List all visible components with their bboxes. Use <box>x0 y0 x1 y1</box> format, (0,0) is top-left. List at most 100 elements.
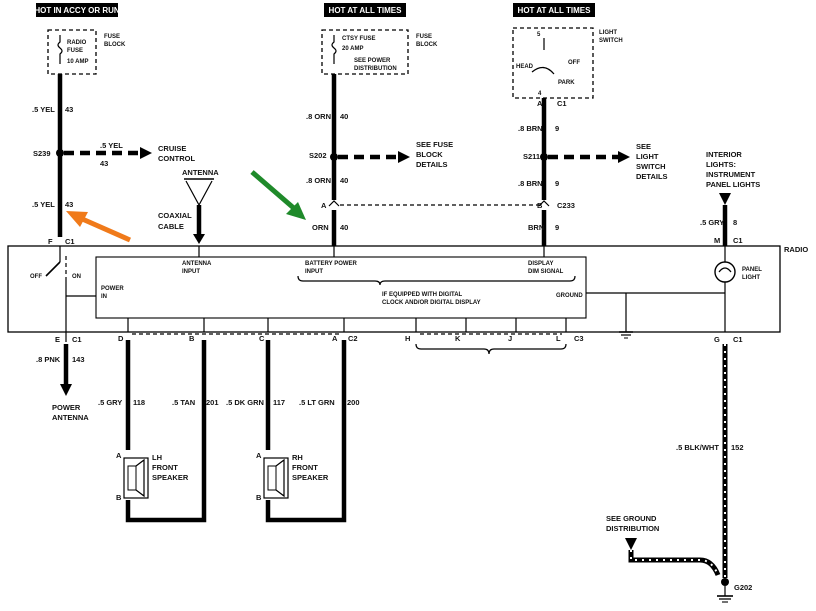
labels-coax-text: COAXIAL <box>158 211 192 220</box>
labels-antenna-text: ANTENNA <box>182 168 219 177</box>
connectors-pinH-text: H <box>405 334 410 343</box>
labels-see-light-text: SEE <box>636 142 651 151</box>
labels-power-ant2-text: ANTENNA <box>52 413 89 422</box>
wires-w6-text: ORN <box>312 223 329 232</box>
fuses-light-switch-pin4-text: 4 <box>538 91 542 97</box>
wires-w11-text: .8 PNK <box>36 355 61 364</box>
labels-lh2-text: FRONT <box>152 463 178 472</box>
connectors-c233-text: C233 <box>557 201 575 210</box>
wires-w12-text: .5 GRY <box>98 398 122 407</box>
labels-see-light3-text: SWITCH <box>636 162 666 171</box>
connectors-pinF-text: F <box>48 237 53 246</box>
labels-spkB2-text: B <box>256 493 262 502</box>
wires-w5n-text: 40 <box>340 176 348 185</box>
labels-g202-text: G202 <box>734 583 752 592</box>
connectors-pinA2-text: A <box>537 99 543 108</box>
connectors-pinM-text: M <box>714 236 720 245</box>
labels-batt2-text: INPUT <box>305 269 323 275</box>
wires-w12n-text: 118 <box>133 398 145 407</box>
fuses-radio-block-text: FUSE <box>104 34 120 40</box>
labels-display2-text: DIM SIGNAL <box>528 269 564 275</box>
fuses-light-switch-off-text: OFF <box>568 60 580 66</box>
connectors-c1c-text: C1 <box>65 237 75 246</box>
labels-interior-text: INTERIOR <box>706 150 742 159</box>
headers-accy-run-text: HOT IN ACCY OR RUN <box>34 6 120 15</box>
wires-w2-text: .5 YEL <box>100 141 123 150</box>
connectors-pinC-text: C <box>259 334 265 343</box>
fuses-ctsy-block2-text: BLOCK <box>416 42 438 48</box>
fuses-light-switch-title-text: LIGHT <box>599 30 617 36</box>
radio-box <box>7 245 781 333</box>
wires-w9n-text: 9 <box>555 223 559 232</box>
fuses-light-switch-title2-text: SWITCH <box>599 38 623 44</box>
header-accy-run: HOT IN ACCY OR RUN <box>34 3 120 17</box>
labels-display-text: DISPLAY <box>528 261 553 267</box>
connectors-c1e-text: C1 <box>733 335 743 344</box>
fuses-ctsy-block-text: FUSE <box>416 34 432 40</box>
wires-w7n-text: 9 <box>555 124 559 133</box>
fuses-light-switch-park-text: PARK <box>558 80 575 86</box>
wires-w11n-text: 143 <box>72 355 85 364</box>
labels-off-text: OFF <box>30 274 42 280</box>
fuses-radio-line2-text: FUSE <box>67 48 83 54</box>
labels-panel-text: PANEL <box>742 267 762 273</box>
wires-w8n-text: 9 <box>555 179 559 188</box>
wires-w2n-text: 43 <box>100 159 108 168</box>
wires-w1n-text: 43 <box>65 105 73 114</box>
wires-w14n-text: 117 <box>273 398 285 407</box>
connectors-pinA-text: A <box>321 201 327 210</box>
labels-spkB1-text: B <box>116 493 122 502</box>
wires-w5-text: .8 ORN <box>306 176 331 185</box>
connectors-pinK-text: K <box>455 334 461 343</box>
fuses-radio-block2-text: BLOCK <box>104 42 126 48</box>
connectors-pinG-text: G <box>714 335 720 344</box>
labels-see-light2-text: LIGHT <box>636 152 659 161</box>
labels-cruise-text: CRUISE <box>158 144 186 153</box>
rh-speaker: A B RH FRONT SPEAKER <box>256 451 329 502</box>
labels-on-text: ON <box>72 274 81 280</box>
wires-w3-text: .5 YEL <box>32 200 55 209</box>
labels-coax2-text: CABLE <box>158 222 184 231</box>
wires-w16-text: .5 BLK/WHT <box>676 443 719 452</box>
wires-w8-text: .8 BRN <box>518 179 543 188</box>
splices-s202-text: S202 <box>309 151 327 160</box>
labels-see-fuse-text: SEE FUSE <box>416 140 453 149</box>
wires-w3n-text: 43 <box>65 200 73 209</box>
ctsy-fuse-block: CTSY FUSE 20 AMP SEE POWER DISTRIBUTION … <box>321 29 438 75</box>
splices-s211-text: S211 <box>523 152 540 161</box>
wires-w13-text: .5 TAN <box>172 398 195 407</box>
radio-fuse-block: RADIO FUSE 10 AMP FUSE BLOCK <box>47 29 126 75</box>
lh-speaker: A B LH FRONT SPEAKER <box>116 451 189 502</box>
antenna-symbol: ANTENNA COAXIAL CABLE <box>158 168 219 244</box>
labels-ant-input2-text: INPUT <box>182 269 200 275</box>
labels-see-ground2-text: DISTRIBUTION <box>606 524 659 533</box>
connectors-c1b-text: C1 <box>733 236 743 245</box>
wires-w1-text: .5 YEL <box>32 105 55 114</box>
wires-w10n-text: 8 <box>733 218 737 227</box>
labels-power-in-text: POWER <box>101 286 124 292</box>
wires-w4n-text: 40 <box>340 112 348 121</box>
labels-radio-text: RADIO <box>784 245 808 254</box>
labels-rh-text: RH <box>292 453 303 462</box>
header-all-times-2: HOT AT ALL TIMES <box>513 3 595 17</box>
labels-see-fuse3-text: DETAILS <box>416 160 448 169</box>
connectors-pinD-text: D <box>118 334 124 343</box>
labels-see-light4-text: DETAILS <box>636 172 668 181</box>
wires-w13n-text: 201 <box>206 398 219 407</box>
fuses-light-switch-head-text: HEAD <box>516 64 534 70</box>
labels-power-in2-text: IN <box>101 294 107 300</box>
labels-spkA2-text: A <box>256 451 262 460</box>
labels-digital2-text: CLOCK AND/OR DIGITAL DISPLAY <box>382 300 481 306</box>
headers-at-all-times-1-text: HOT AT ALL TIMES <box>329 6 403 15</box>
connectors-pinL-text: L <box>556 334 561 343</box>
labels-lh-text: LH <box>152 453 162 462</box>
connectors-c3-text: C3 <box>574 334 584 343</box>
labels-see-ground-text: SEE GROUND <box>606 514 657 523</box>
labels-interior2-text: LIGHTS: <box>706 160 736 169</box>
wires-w14-text: .5 DK GRN <box>226 398 264 407</box>
headers-at-all-times-2-text: HOT AT ALL TIMES <box>518 6 592 15</box>
wires-w7-text: .8 BRN <box>518 124 543 133</box>
fuses-ctsy-line4-text: DISTRIBUTION <box>354 66 397 72</box>
labels-see-fuse2-text: BLOCK <box>416 150 443 159</box>
